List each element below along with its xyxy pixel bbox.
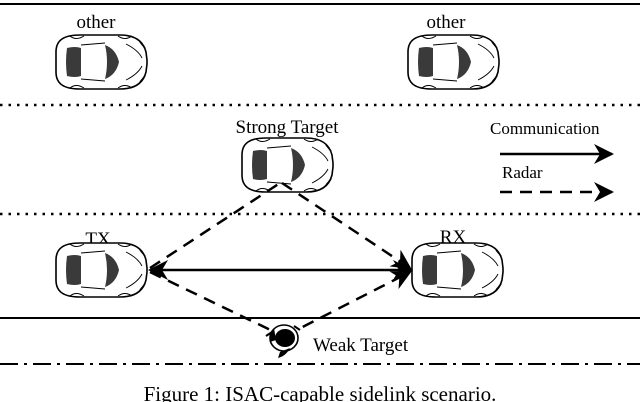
legend-communication-label: Communication — [490, 119, 600, 138]
radar-path-tx-to-weak — [149, 270, 284, 338]
radar-path-tx-to-strong — [149, 181, 281, 270]
radar-path-strong-to-rx — [281, 181, 412, 270]
radar-path-weak-to-rx — [284, 270, 412, 338]
other-car-right-icon — [407, 34, 500, 90]
other-car-left-label: other — [76, 12, 116, 33]
figure-caption: Figure 1: ISAC-capable sidelink scenario… — [144, 382, 497, 402]
rx-car-icon — [411, 242, 504, 298]
weak-target-pedestrian-icon — [265, 324, 301, 358]
strong-target-label: Strong Target — [236, 117, 340, 138]
other-car-left-icon — [55, 34, 148, 90]
strong-target-car-icon — [241, 137, 334, 193]
legend-radar-label: Radar — [502, 163, 543, 182]
tx-car-icon — [55, 242, 148, 298]
other-car-right-label: other — [426, 12, 466, 33]
weak-target-label: Weak Target — [313, 335, 409, 356]
